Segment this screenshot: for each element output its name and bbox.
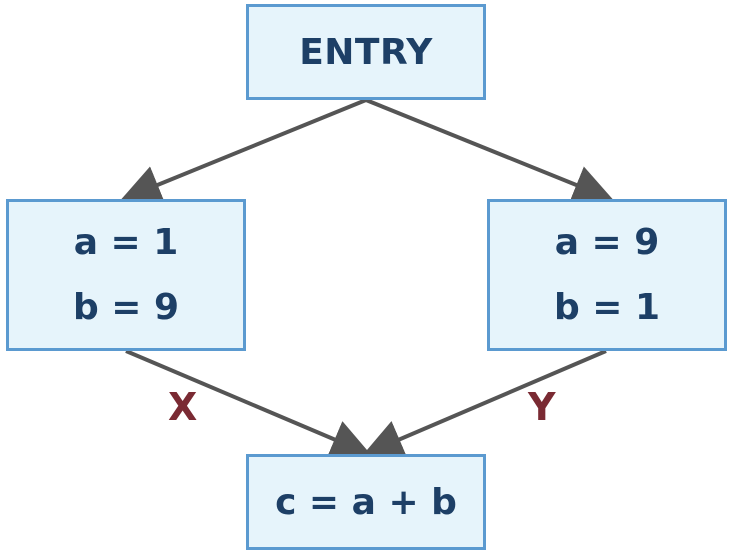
right-block-line-1: a = 9	[554, 222, 660, 263]
edge-label-y: Y	[528, 385, 556, 429]
join-node: c = a + b	[246, 454, 486, 550]
right-block-line-2: b = 1	[553, 287, 661, 328]
left-block-line-1: a = 1	[73, 222, 179, 263]
edge-left-to-join	[125, 349, 372, 458]
edge-entry-to-right	[365, 98, 614, 204]
left-block-node: a = 1 b = 9	[6, 199, 246, 351]
edge-right-to-join	[362, 349, 607, 458]
edge-entry-to-left	[120, 98, 367, 204]
left-block-line-2: b = 9	[72, 287, 180, 328]
edge-label-x: X	[168, 385, 198, 429]
entry-node-label: ENTRY	[299, 31, 433, 73]
join-node-label: c = a + b	[275, 481, 457, 523]
entry-node: ENTRY	[246, 4, 486, 100]
right-block-node: a = 9 b = 1	[487, 199, 727, 351]
